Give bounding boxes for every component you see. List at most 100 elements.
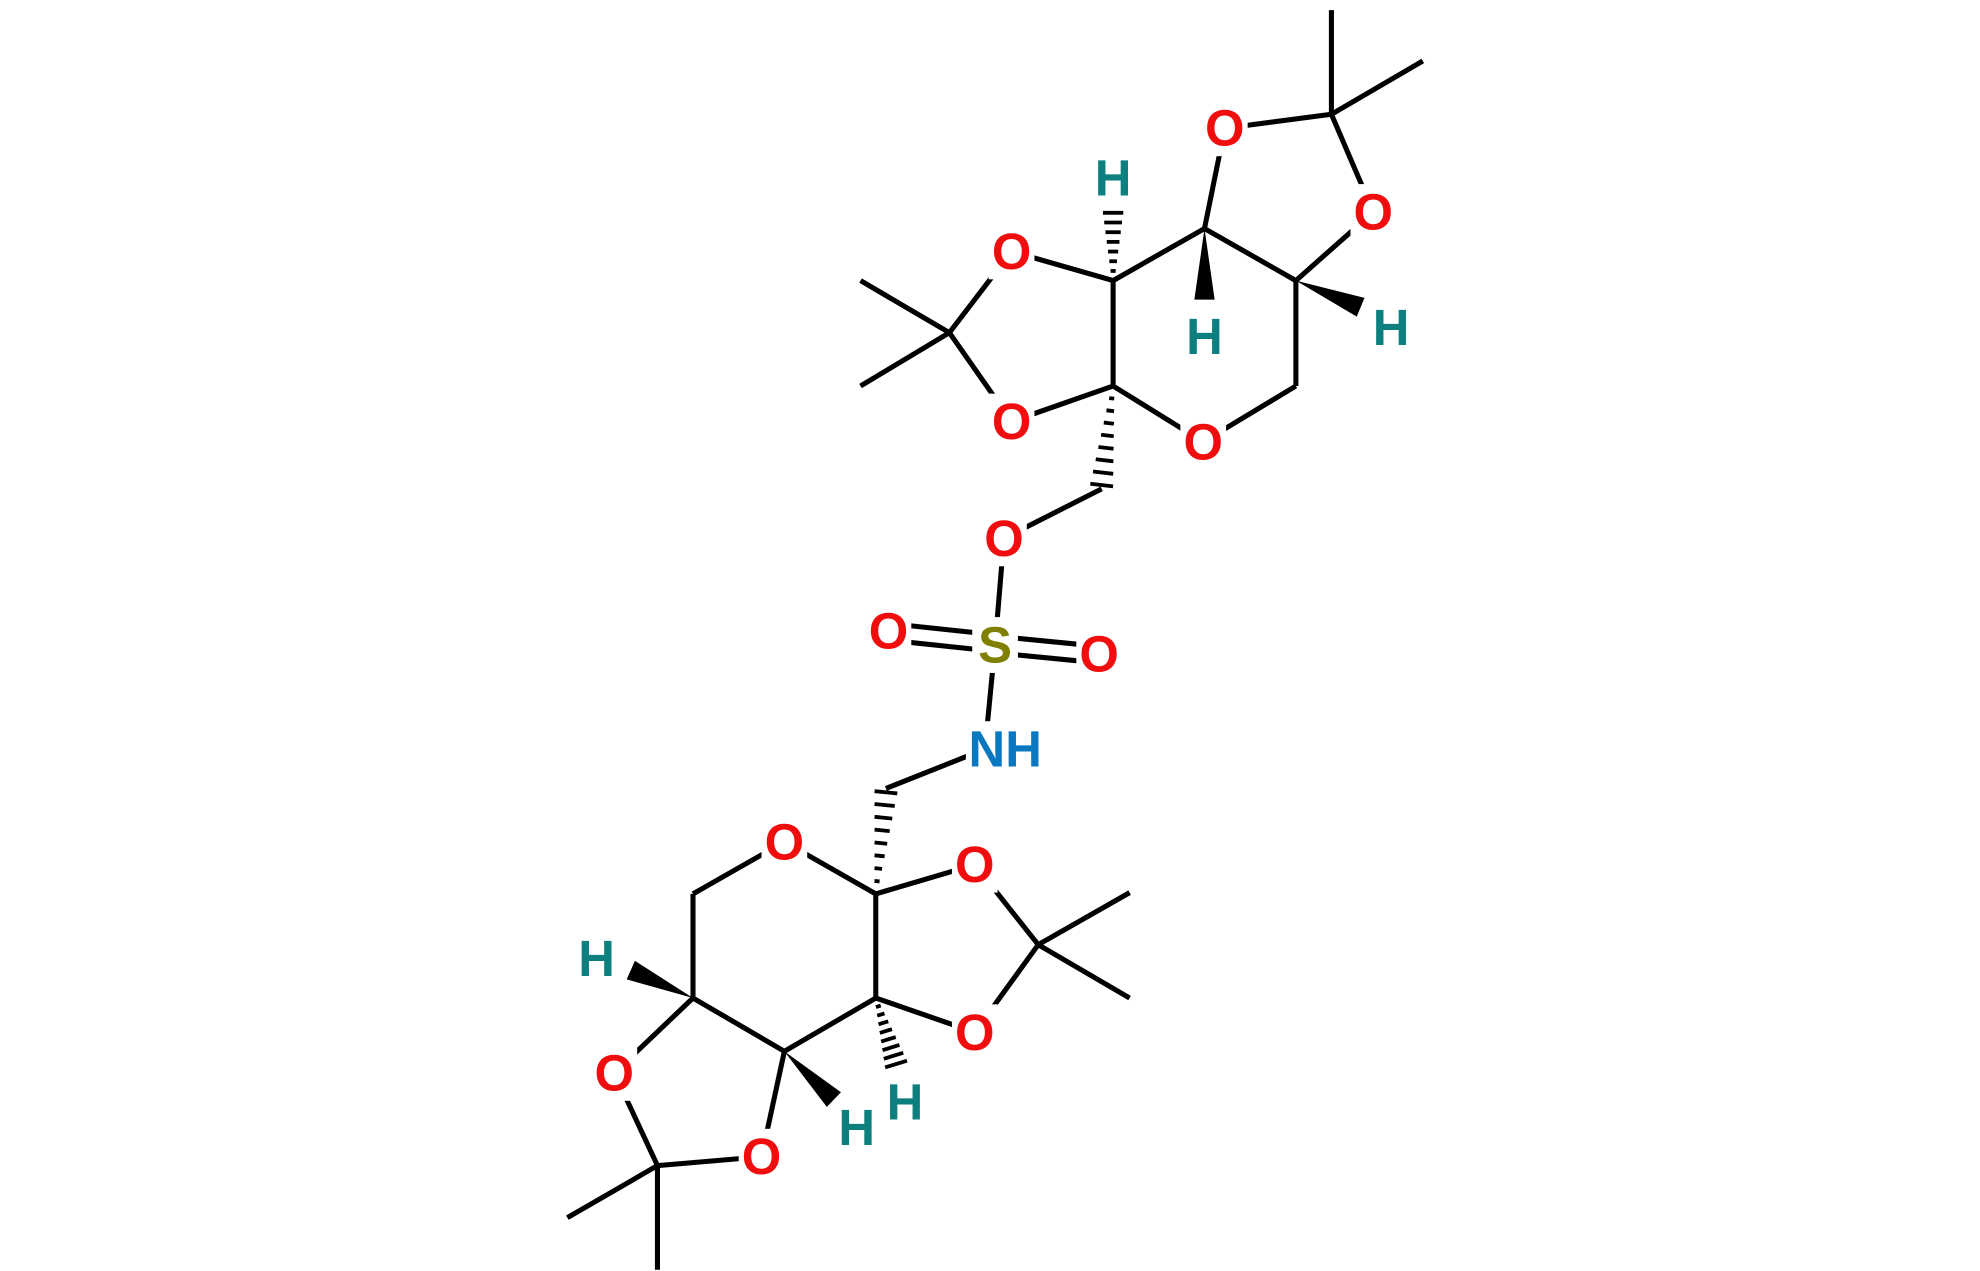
hash-line [874, 814, 893, 821]
hash-line [1092, 469, 1114, 476]
hash-line [873, 995, 878, 1001]
atom-symbol: NH [969, 721, 1042, 778]
label-background [1076, 625, 1122, 682]
label-background [1368, 299, 1414, 356]
atom-hydrogen: H [1181, 308, 1228, 365]
atom-symbol: O [1183, 413, 1222, 470]
bond [1330, 58, 1425, 117]
label-background [865, 603, 912, 659]
atom-symbol: O [955, 836, 994, 893]
hash-line [874, 840, 888, 846]
hash-line [1108, 396, 1115, 401]
atom-symbol: H [838, 1099, 875, 1156]
bond [859, 330, 951, 389]
hash-line [874, 827, 890, 834]
hash-line [1090, 481, 1114, 489]
hash-line [876, 1011, 886, 1018]
label-background [882, 1074, 928, 1131]
hashed-bond [1101, 201, 1125, 283]
hash-line [874, 853, 885, 859]
label-background [988, 223, 1035, 280]
label-background [1350, 184, 1397, 240]
atom-oxygen: O [981, 510, 1027, 567]
atom-symbol: H [1186, 308, 1223, 365]
hash-line [884, 1058, 908, 1070]
bond [566, 1163, 659, 1220]
label-background [591, 1044, 638, 1101]
hash-line [877, 1019, 889, 1027]
atom-symbol: H [887, 1074, 924, 1131]
atom-nitrogen: NH [965, 721, 1045, 778]
atom-symbol: O [992, 393, 1031, 450]
hash-line [879, 1027, 893, 1035]
atom-symbol: O [1354, 184, 1393, 241]
atom-symbol: H [578, 930, 615, 987]
bond [1111, 226, 1206, 283]
hash-line [1095, 457, 1114, 464]
wedge-bond [784, 1051, 841, 1107]
bond [691, 995, 786, 1054]
bond [1036, 890, 1131, 947]
atom-symbol: O [1205, 100, 1244, 157]
atom-hydrogen: H [882, 1074, 928, 1131]
atom-oxygen: O [1350, 184, 1397, 241]
atom-oxygen: O [951, 1004, 998, 1061]
atom-symbol: O [992, 223, 1031, 280]
atom-hydrogen: H [1368, 299, 1414, 356]
label-background [951, 836, 998, 893]
atom-oxygen: O [988, 223, 1035, 280]
hashed-bond [874, 789, 898, 896]
hashed-bond [873, 995, 908, 1070]
atom-symbol: H [1373, 299, 1410, 356]
bond [783, 995, 878, 1054]
atom-oxygen: O [591, 1044, 638, 1101]
wedge-bond [1295, 280, 1365, 317]
atom-symbol: O [595, 1044, 634, 1101]
label-background [972, 617, 1018, 673]
hash-line [874, 866, 883, 871]
atom-sulfur: S [972, 617, 1018, 674]
atom-symbol: O [742, 1128, 781, 1185]
atom-oxygen: O [988, 393, 1035, 450]
atom-oxygen: O [951, 836, 998, 893]
atom-symbol: S [978, 617, 1012, 674]
atom-oxygen: O [738, 1128, 785, 1185]
hash-line [875, 1003, 882, 1009]
label-background [833, 1099, 880, 1156]
hash-line [874, 802, 895, 808]
label-background [981, 510, 1027, 567]
label-background [738, 1128, 785, 1185]
atom-oxygen: O [1076, 625, 1122, 682]
atom-labels: O O O O O O O O S NH O O O O O H H H H H… [573, 100, 1414, 1185]
hash-line [1098, 445, 1114, 451]
atom-oxygen: O [865, 603, 912, 660]
atom-hydrogen: H [1090, 149, 1136, 206]
label-background [988, 393, 1035, 450]
label-background [761, 813, 808, 870]
hash-line [883, 1050, 904, 1061]
atom-hydrogen: H [573, 930, 620, 987]
bond [1203, 226, 1298, 283]
label-background [951, 1004, 998, 1061]
wedge-bond [626, 960, 693, 999]
atom-symbol: O [955, 1004, 994, 1061]
atom-symbol: O [984, 510, 1023, 567]
hash-line [881, 1043, 901, 1052]
label-background [1180, 413, 1227, 470]
atom-oxygen: O [761, 813, 808, 870]
hashed-bond [1090, 383, 1115, 489]
bond [1036, 942, 1131, 1001]
label-background [573, 930, 620, 987]
hash-line [880, 1035, 897, 1044]
label-background [1181, 308, 1228, 365]
atom-oxygen: O [1201, 100, 1248, 157]
hash-line [874, 789, 898, 796]
atom-symbol: O [765, 813, 804, 870]
bond [859, 278, 951, 335]
atom-symbol: H [1095, 149, 1132, 206]
label-background [1201, 100, 1248, 157]
atom-symbol: O [1079, 625, 1118, 682]
hash-line [1103, 420, 1115, 426]
hash-line [1106, 408, 1115, 414]
atom-oxygen: O [1180, 413, 1227, 470]
